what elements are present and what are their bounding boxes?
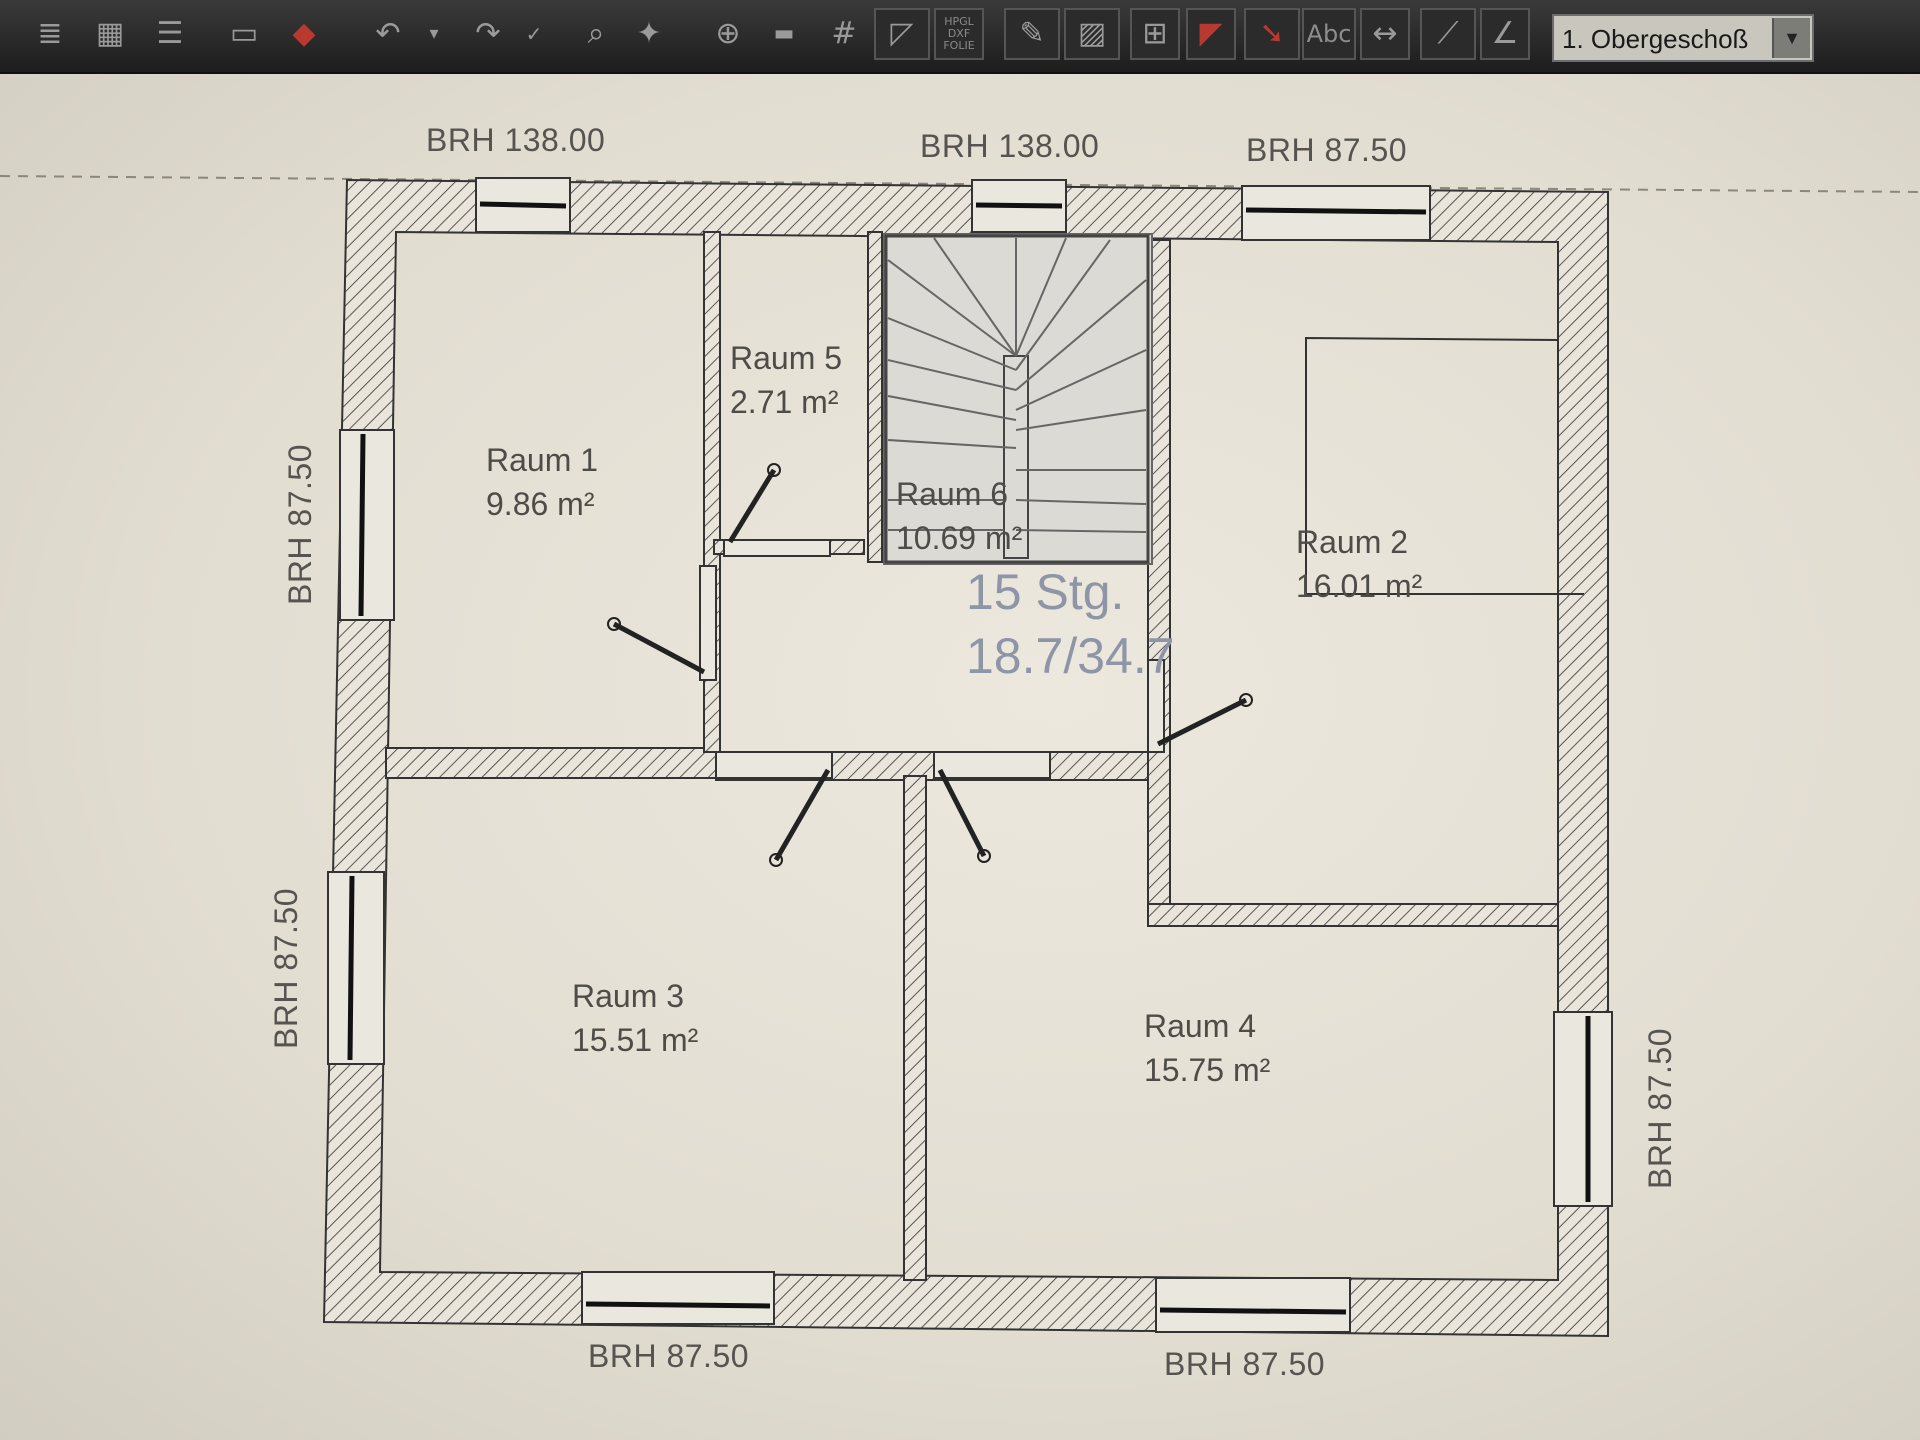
dimension-icon[interactable]: ↔ <box>1360 8 1410 60</box>
undo-icon[interactable]: ↶ <box>375 16 401 51</box>
room-label-raum-2[interactable]: Raum 2 16.01 m² <box>1296 520 1422 608</box>
brush-stroke-icon[interactable]: ✎ <box>1004 8 1060 60</box>
room-area: 15.75 m² <box>1144 1052 1271 1088</box>
room-name: Raum 3 <box>572 978 685 1014</box>
window-left-1 <box>339 429 395 621</box>
window-right-1 <box>1553 1011 1613 1207</box>
chevron-down-icon[interactable]: ▼ <box>1772 18 1810 58</box>
furniture-outline <box>1305 336 1584 595</box>
room-area: 10.69 m² <box>896 520 1023 556</box>
room-name: Raum 4 <box>1144 1008 1257 1044</box>
grid-icon[interactable]: # <box>831 16 857 51</box>
windows <box>327 177 1613 1333</box>
room-name: Raum 2 <box>1296 524 1409 560</box>
layers-icon[interactable]: ≣ <box>37 16 63 51</box>
ruler-icon[interactable]: ▬ <box>773 21 795 46</box>
grid-select-icon[interactable]: ⊞ <box>1130 8 1180 60</box>
window-label-bottom-2: BRH 87.50 <box>1164 1346 1326 1382</box>
room-label-raum-3[interactable]: Raum 3 15.51 m² <box>572 974 698 1062</box>
window-left-2 <box>327 871 385 1065</box>
dropdown-arrow-icon[interactable]: ▾ <box>429 23 439 44</box>
doors <box>607 463 1253 867</box>
wall-icon[interactable]: ◸ <box>874 8 930 60</box>
grid-stack-icon[interactable]: ▦ <box>95 16 125 51</box>
room-label-raum-1[interactable]: Raum 1 9.86 m² <box>486 438 598 526</box>
list-icon[interactable]: ☰ <box>156 16 184 51</box>
angle-tool-icon[interactable]: ∠ <box>1480 8 1530 60</box>
hpgl-export-icon[interactable]: HPGL DXF FOLIE <box>934 8 984 60</box>
check-arrow-icon[interactable]: ✓ <box>525 22 543 46</box>
room-area: 9.86 m² <box>486 486 595 522</box>
floor-select-value: 1. Obergeschoß <box>1562 24 1749 54</box>
room-area: 15.51 m² <box>572 1022 699 1058</box>
room-label-raum-4[interactable]: Raum 4 15.75 m² <box>1144 1004 1270 1092</box>
floor-plan <box>0 175 1920 1338</box>
text-abc-icon[interactable]: Abc <box>1302 8 1356 60</box>
diagonal-tool-icon[interactable]: ⟋ <box>1420 8 1476 60</box>
room-area: 16.01 m² <box>1296 568 1423 604</box>
staircase <box>883 233 1153 565</box>
stair-ratio: 18.7/34.7 <box>966 628 1175 684</box>
zoom-icon[interactable]: ⌕ <box>587 16 605 51</box>
window-bottom-2 <box>1155 1277 1351 1333</box>
crosshair-icon[interactable]: ⊕ <box>715 16 741 51</box>
room-name: Raum 1 <box>486 442 599 478</box>
stair-annotation: 15 Stg. 18.7/34.7 <box>966 560 1175 688</box>
stair-steps: 15 Stg. <box>966 564 1125 620</box>
floor-select[interactable]: 1. Obergeschoß ▼ <box>1552 14 1814 62</box>
window-label-bottom-1: BRH 87.50 <box>588 1338 750 1374</box>
window-label-right-1: BRH 87.50 <box>1642 1027 1679 1190</box>
window-label-top-2: BRH 138.00 <box>920 128 1100 164</box>
redo-icon[interactable]: ↷ <box>475 16 501 51</box>
hpgl-label: HPGL DXF FOLIE <box>943 15 975 52</box>
room-area: 2.71 m² <box>730 384 839 420</box>
toolbar: ≣ ▦ ☰ ▭ ◆ ↶ ▾ ↷ ✓ ⌕ ✦ ⊕ ▬ # ◸ HPGL DXF F… <box>0 0 1920 74</box>
hatch-icon[interactable]: ▨ <box>1064 8 1120 60</box>
shape-icon[interactable]: ▭ <box>229 16 259 51</box>
room-name: Raum 5 <box>730 340 843 376</box>
room-label-raum-6[interactable]: Raum 6 10.69 m² <box>896 472 1022 560</box>
brush-icon[interactable]: ◆ <box>292 16 316 51</box>
abc-label: Abc <box>1306 20 1352 48</box>
window-bottom-1 <box>581 1271 775 1325</box>
red-arrow-icon[interactable]: ➘ <box>1244 8 1300 60</box>
window-label-top-3: BRH 87.50 <box>1246 132 1408 168</box>
window-label-top-1: BRH 138.00 <box>426 122 606 158</box>
window-label-left-2: BRH 87.50 <box>268 887 305 1050</box>
snap-text-icon[interactable]: ✦ <box>636 16 662 51</box>
window-label-left-1: BRH 87.50 <box>282 443 319 606</box>
guide-line <box>0 175 1920 193</box>
room-label-raum-5[interactable]: Raum 5 2.71 m² <box>730 336 842 424</box>
corner-red-icon[interactable]: ◤ <box>1186 8 1236 60</box>
drawing-canvas[interactable]: BRH 138.00 BRH 138.00 BRH 87.50 BRH 87.5… <box>0 74 1920 1440</box>
room-name: Raum 6 <box>896 476 1009 512</box>
